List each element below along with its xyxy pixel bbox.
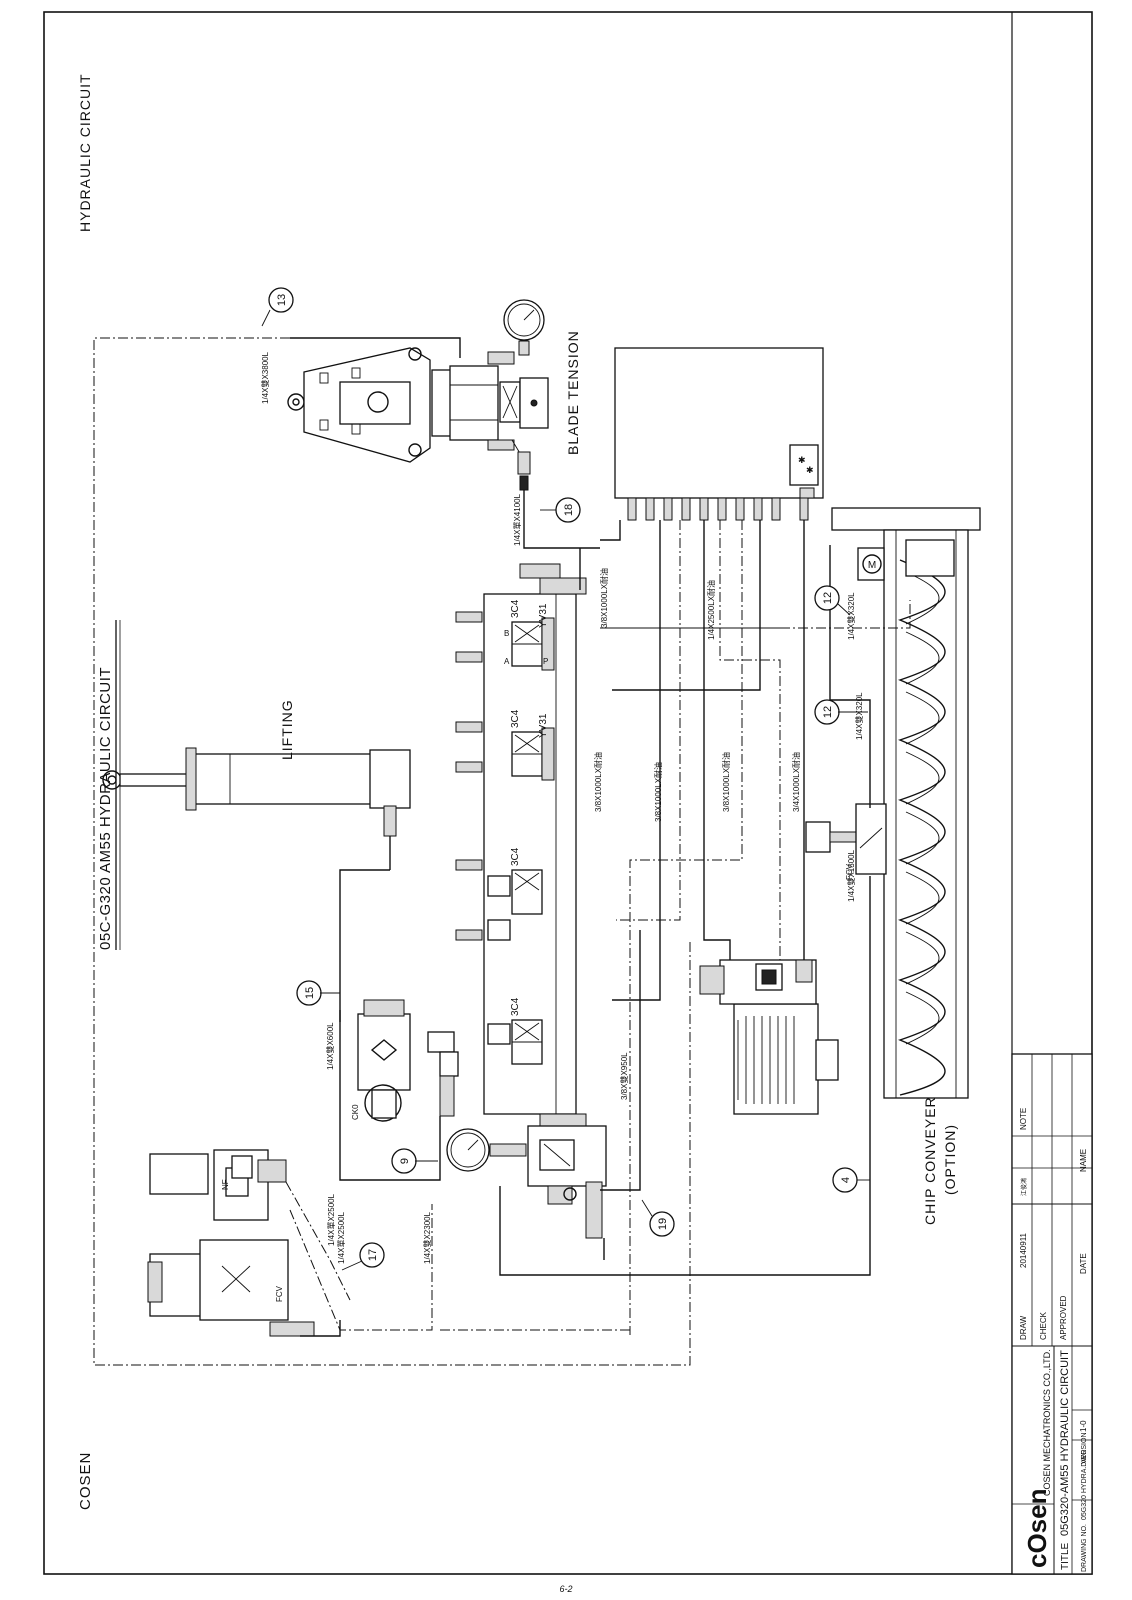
callout-12-lower: 12 [814,699,868,725]
note-label: NOTE [1019,1108,1028,1130]
hose-label: 1/4X雙X600L [325,1022,335,1070]
valve-label-3c4-a: 3C4 [510,599,521,618]
lifting-cylinder [102,747,411,870]
lifting-label: LIFTING [279,699,295,760]
valve-label-3c4-b: 3C4 [510,709,521,728]
directional-valve-3c4-bottom [487,1019,543,1065]
tank-fittings [627,497,809,521]
svg-text:19: 19 [657,1218,669,1230]
draw-label: DRAW [1019,1315,1028,1340]
blade-tension-pressure-gauge [503,299,545,356]
port-label-a: A [504,657,510,666]
company-logo: cOsen [1022,1489,1052,1569]
version-label: VERSION [1081,1432,1088,1464]
company-name: COSEN MECHATRONICS CO.,LTD. [1042,1349,1052,1496]
hose-label: 1/4X單X4100L [513,493,522,546]
conveyer-motor-symbol [862,554,882,574]
relief-valve-assembly [527,1125,607,1239]
hose-label: 1/4X雙X320L [854,692,864,740]
valve-label-yv31-a: YV31 [538,603,549,628]
ck0-label: CK0 [351,1104,360,1120]
hose-label: 1/4X單X2500L [337,1211,346,1264]
valve-label-3c4-plus: 3C4 [510,847,521,866]
svg-text:12: 12 [822,592,834,604]
filter-assembly [357,999,459,1122]
hydraulic-lines [93,337,911,1366]
main-pressure-gauge [446,1128,527,1172]
hose-label: 3/8X1000LX耐油 [599,568,609,628]
hose-label: 1/4X雙X2300L [422,1211,432,1264]
blade-tension-label: BLADE TENSION [565,330,581,455]
hose-label: 1/4X雙X3800L [260,351,270,404]
draw-date: 20140911 [1019,1232,1028,1268]
page-number: 6-2 [559,1584,572,1594]
blade-tension-cylinder [287,347,549,491]
hose-label: 1/4X2500LX耐油 [706,580,716,640]
hose-label: 1/4X雙X1300L [846,849,856,902]
svg-text:13: 13 [276,294,288,306]
svg-text:12: 12 [822,706,834,718]
title-value: 05G320-AM55 HYDRAULIC CIRCUIT [1059,1350,1071,1536]
oil-tank: ✱ ✱ [614,347,824,499]
date-label: DATE [1079,1253,1088,1274]
nf-label: NF [221,1179,230,1190]
callout-19: 19 [641,1199,675,1237]
fcv-right-label: FCV [845,863,854,880]
drawing-no-value: 05G320 HYDRA.DWG [1081,1450,1088,1520]
main-title-text: 05C-G320 AM55 HYDRAULIC CIRCUIT [97,667,114,950]
callout-12-upper: 12 [814,585,851,616]
flow-control-valve-left [147,1149,315,1337]
chip-conveyer-option-label: (OPTION) [942,1124,958,1195]
port-label-p: P [543,657,548,666]
side-title: HYDRAULIC CIRCUIT [77,73,93,232]
pump-motor [699,959,839,1115]
callout-15: 15 [296,980,340,1006]
chip-conveyer-label: CHIP CONVEYER [922,1096,938,1225]
svg-text:✱: ✱ [798,455,806,465]
brand-side-label: COSEN [77,1452,94,1510]
valve-label-yv31-b: YV31 [538,713,549,738]
main-title: 05C-G320 AM55 HYDRAULIC CIRCUIT [97,620,121,950]
draw-name: 江俊鴻 [1020,1178,1028,1196]
hose-labels: 1/4X雙X3800L 1/4X單X4100L 3/8X1000LX耐油 1/4… [260,351,864,1264]
drawing-no-label: DRAWING NO. [1081,1524,1088,1572]
name-label: NAME [1079,1149,1088,1172]
hose-label: 1/4X單X2500L [327,1193,336,1246]
svg-text:9: 9 [399,1158,411,1164]
hose-label: 3/8X1000LX耐油 [721,752,731,812]
title-label: TITLE [1060,1542,1071,1570]
hose-label: 3/4X1000LX耐油 [791,752,801,812]
callout-9: 9 [391,1148,438,1174]
motor-label: M [868,560,876,571]
hose-label: 3/8X雙X950L [619,1052,629,1100]
title-block [1011,1053,1093,1575]
check-label: CHECK [1039,1311,1048,1340]
directional-valve-yv31-bottom [511,727,555,781]
callout-17: 17 [341,1242,385,1271]
directional-valve-3c4-plus [487,869,543,941]
hose-label: 1/4X雙X320L [846,592,856,640]
flow-control-valve-right [805,803,887,875]
callout-4: 4 [832,1167,870,1193]
svg-text:17: 17 [367,1249,379,1261]
chip-conveyer [831,507,981,1099]
svg-text:4: 4 [840,1177,852,1183]
directional-valve-yv31-top [511,617,555,671]
svg-text:18: 18 [563,504,575,516]
approved-label: APPROVED [1059,1295,1068,1340]
version-value: 1-0 [1079,1420,1088,1432]
svg-text:✱: ✱ [806,465,814,475]
sheet-border [43,11,1093,1575]
svg-text:15: 15 [304,987,316,999]
fcv-left-label: FCV [275,1285,284,1302]
hose-label: 3/8X1000LX耐油 [653,762,663,822]
valve-label-3c4-c: 3C4 [510,997,521,1016]
manifold-hose-fittings [455,563,561,941]
callout-18: 18 [540,497,581,523]
hose-label: 3/8X1000LX耐油 [593,752,603,812]
port-label-b: B [504,629,509,638]
callout-13: 13 [261,287,294,327]
